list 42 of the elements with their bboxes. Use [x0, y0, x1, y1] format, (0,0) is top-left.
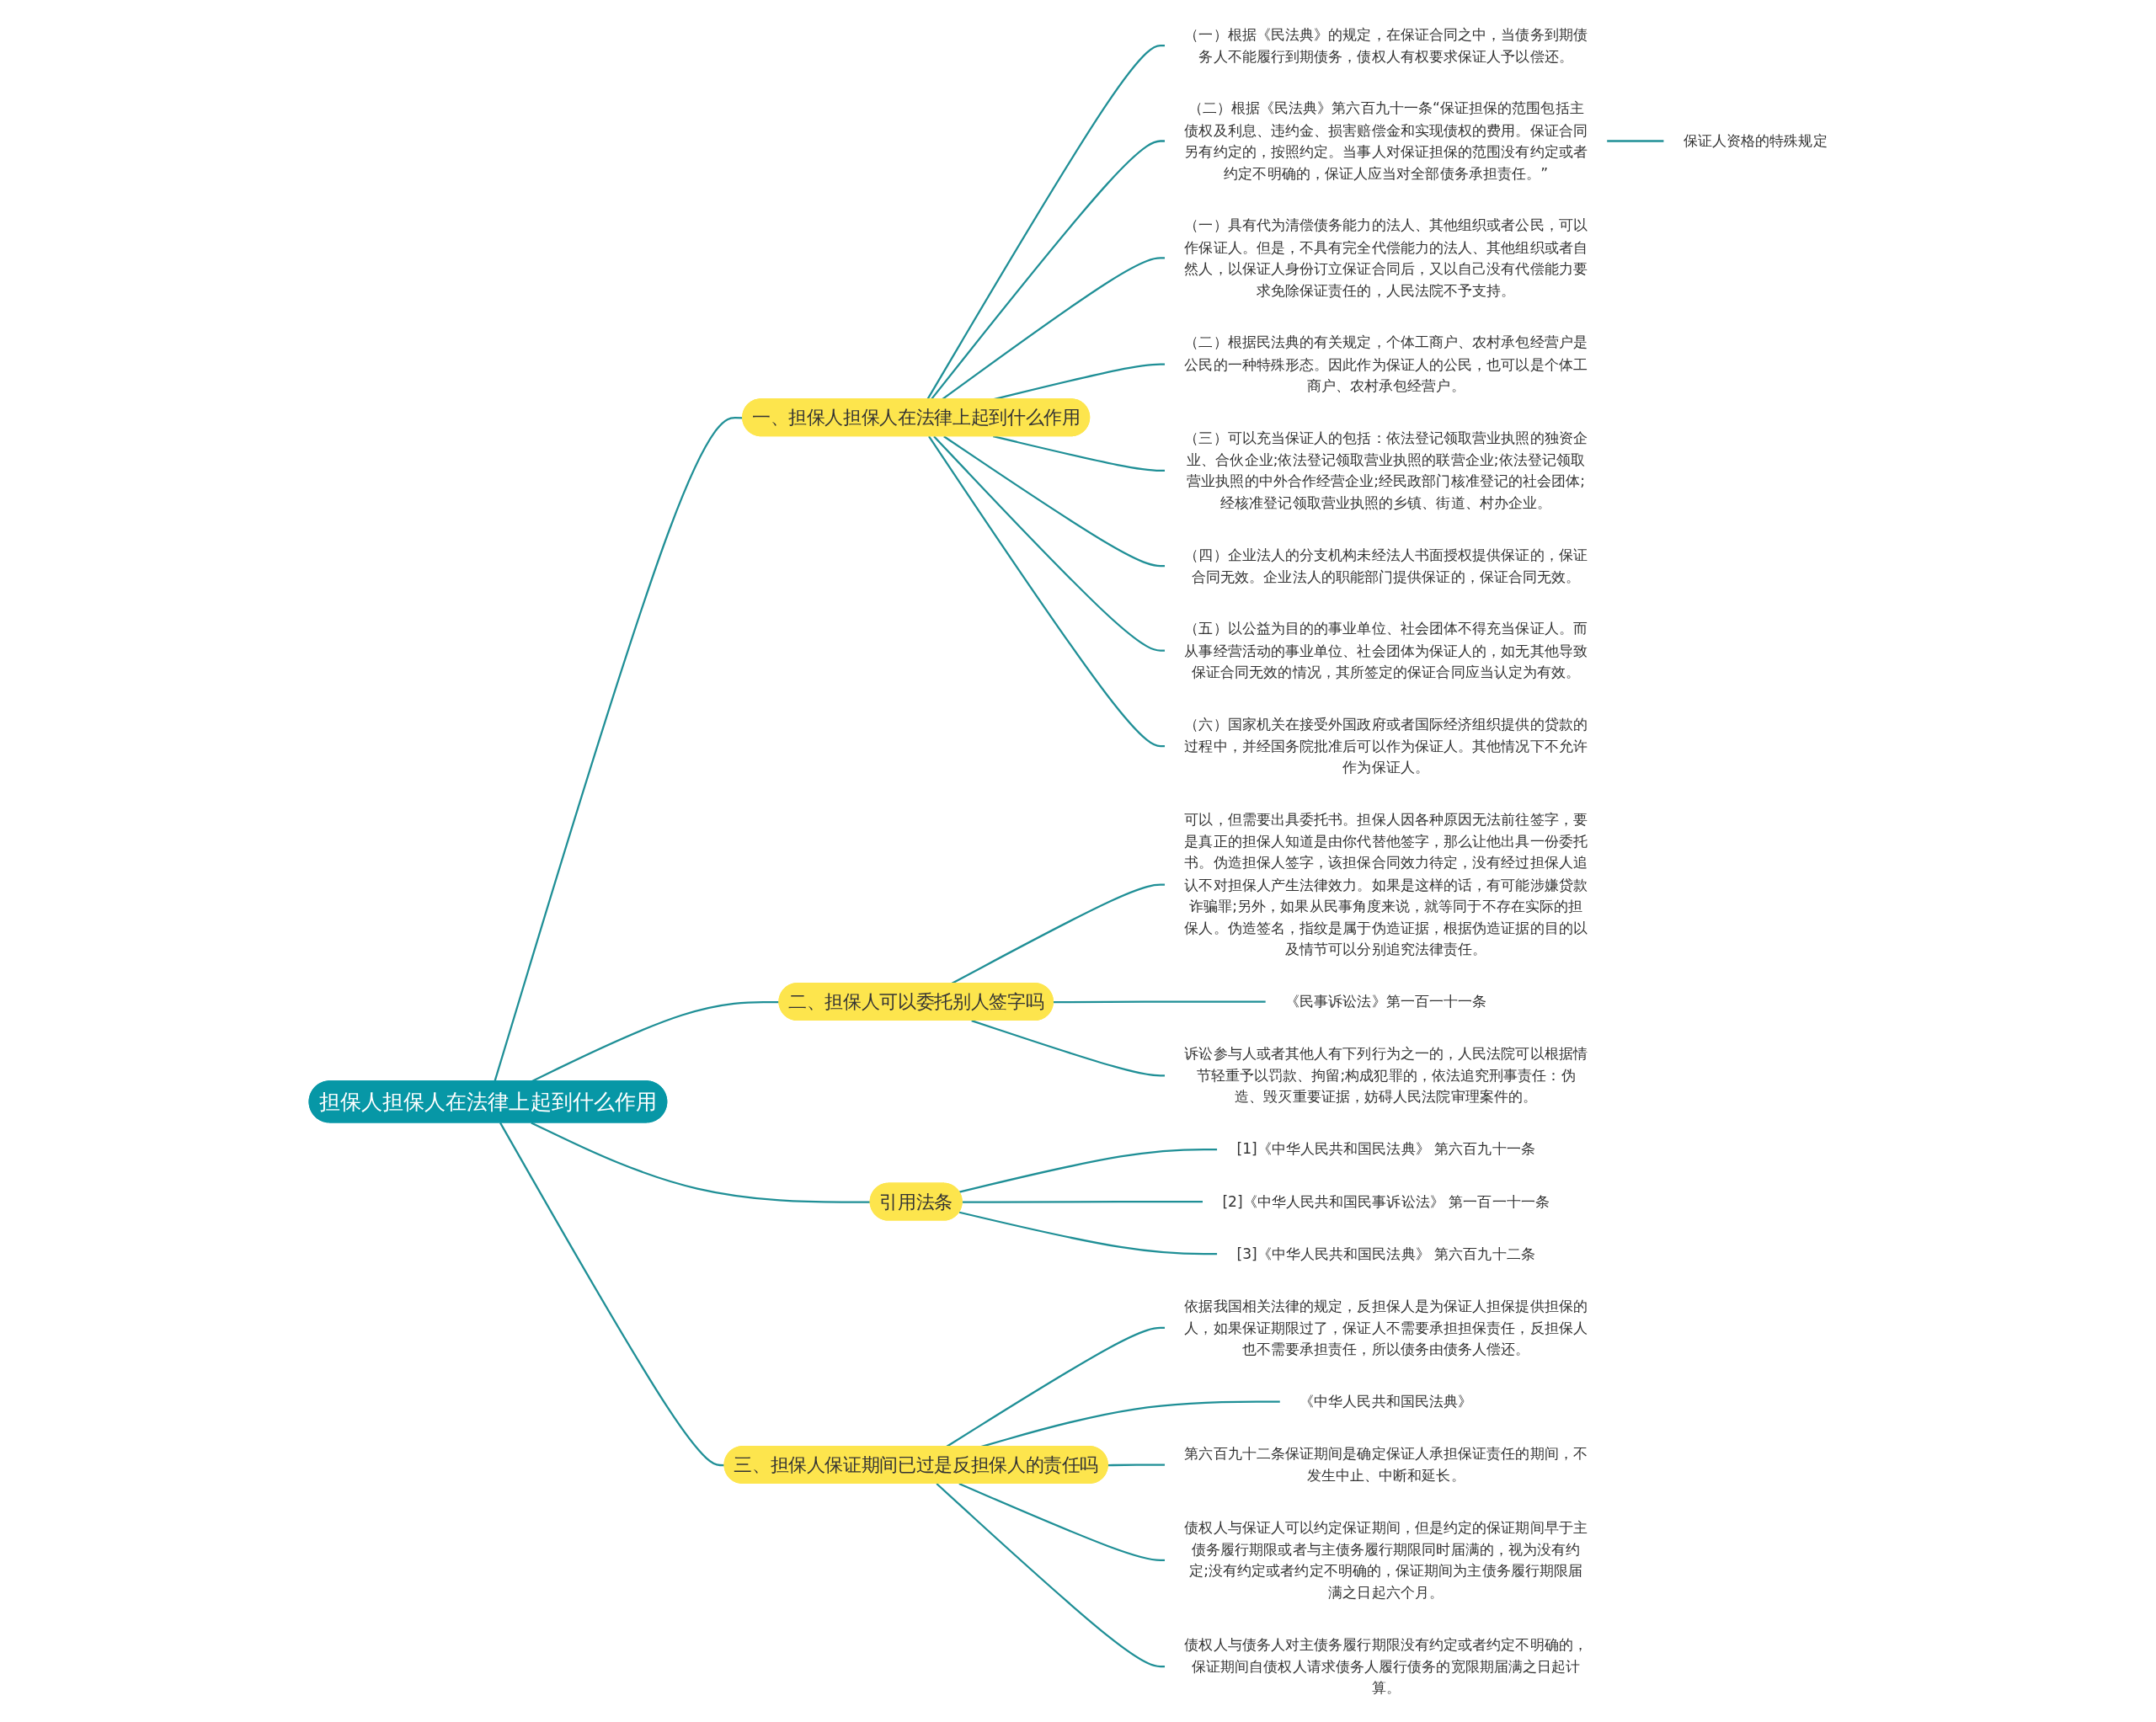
node-text: [1]《中华人民共和国民法典》 第六百九十一条: [1236, 1140, 1535, 1158]
node-text: （三）可以充当保证人的包括：依法登记领取营业执照的独资企业、合伙企业;依法登记领取营业执照的联营企业;依法登记领取营业执照的中外合作经营企业;经民政部门核准登记的社会团体;经核准登记领取营业执照的乡镇、街道、村办企业。: [1184, 429, 1588, 511]
node-text: 《中华人民共和国民法典》: [1299, 1392, 1473, 1410]
connector: [936, 1482, 1166, 1667]
node-text: （二）根据民法典的有关规定，个体工商户、农村承包经营户是公民的一种特殊形态。因此作为保证人的公民，也可以是个体工商户、农村承包经营户。: [1184, 333, 1588, 394]
connector: [931, 139, 1166, 400]
connector: [958, 1482, 1166, 1561]
connector: [933, 434, 1166, 652]
node-text: （六）国家机关在接受外国政府或者国际经济组织提供的贷款的过程中，并经国务院批准后可以作为保证人。其他情况下不允许作为保证人。: [1184, 715, 1588, 776]
connector: [946, 1326, 1166, 1447]
node-text: [2]《中华人民共和国民事诉讼法》 第一百一十一条: [1222, 1192, 1550, 1210]
connector: [943, 434, 1166, 567]
node-text: 债权人与债务人对主债务履行期限没有约定或者约定不明确的，保证期间自债权人请求债务人履行债务的宽限期届满之日起计算。: [1184, 1635, 1588, 1697]
connector: [531, 1000, 780, 1082]
node-text: 诉讼参与人或者其他人有下列行为之一的，人民法院可以根据情节轻重予以罚款、拘留;构成犯罪的，依法追究刑事责任：伪造、毁灭重要证据，妨碍人民法院审理案件的。: [1184, 1044, 1588, 1106]
connector: [1606, 139, 1665, 142]
connector: [993, 434, 1166, 472]
node-text: 保证人资格的特殊规定: [1683, 131, 1828, 149]
connector: [499, 1122, 725, 1466]
connector: [531, 1121, 871, 1203]
connector: [1054, 1000, 1267, 1003]
node-text: （五）以公益为目的的事业单位、社会团体不得充当保证人。而从事经营活动的事业单位、社会团体为保证人的，如无其他导致保证合同无效的情况，其所签定的保证合同应当认定为有效。: [1184, 620, 1588, 680]
node-text: （一）具有代为清偿债务能力的法人、其他组织或者公民，可以作保证人。但是，不具有完全代偿能力的法人、其他组织或者自然人，以保证人身份订立保证合同后，又以自己没有代偿能力要求免除保证责任的，人民法院不予支持。: [1184, 216, 1588, 299]
connector: [928, 435, 1166, 747]
connector: [959, 1148, 1218, 1193]
node-text: [3]《中华人民共和国民法典》 第六百九十二条: [1236, 1245, 1535, 1262]
connector: [1108, 1463, 1166, 1466]
connector: [494, 416, 744, 1082]
connector: [942, 256, 1166, 400]
node-text: （四）企业法人的分支机构未经法人书面授权提供保证的，保证合同无效。企业法人的职能部门提供保证的，保证合同无效。: [1184, 546, 1588, 585]
node-text: （一）根据《民法典》的规定，在保证合同之中，当债务到期债务人不能履行到期债务，债权人有权要求保证人予以偿还。: [1184, 25, 1588, 65]
connector: [959, 1211, 1218, 1255]
node-text: 债权人与保证人可以约定保证期间，但是约定的保证期间早于主债务履行期限或者与主债务履行期限同时届满的，视为没有约定;没有约定或者约定不明确的，保证期间为主债务履行期限届满之日起六个月。: [1184, 1518, 1588, 1601]
node-text: （二）根据《民法典》第六百九十一条“保证担保的范围包括主债权及利息、违约金、损害赔偿金和实现债权的费用。保证合同另有约定的，按照约定。当事人对保证担保的范围没有约定或者约定不明确的，保证人应当对全部债务承担责任。”: [1184, 99, 1588, 182]
node-text: 依据我国相关法律的规定，反担保人是为保证人担保提供担保的人，如果保证期限过了，保证人不需要承担担保责任，反担保人也不需要承担责任，所以债务由债务人偿还。: [1184, 1297, 1588, 1358]
connector: [926, 44, 1166, 400]
node-text: 第六百九十二条保证期间是确定保证人承担保证责任的期间，不发生中止、中断和延长。: [1184, 1444, 1588, 1484]
node-text: 可以，但需要出具委托书。担保人因各种原因无法前往签字，要是真正的担保人知道是由你代替他签字，那么让他出具一份委托书。伪造担保人签字，该担保合同效力待定，没有经过担保人追认不对担保人产生法律效力。如果是这样的话，有可能涉嫌贷款诈骗罪;另外，如果从民事角度来说，就等同于不存在实际的担保人。伪造签名，指纹是属于伪造证据，根据伪造证据的目的以及情节可以分别追究法律责任。: [1184, 810, 1588, 957]
node-text: 《民事诉讼法》第一百一十一条: [1285, 992, 1487, 1010]
connector: [962, 1200, 1203, 1203]
connector: [951, 882, 1166, 984]
connector: [971, 1019, 1166, 1076]
